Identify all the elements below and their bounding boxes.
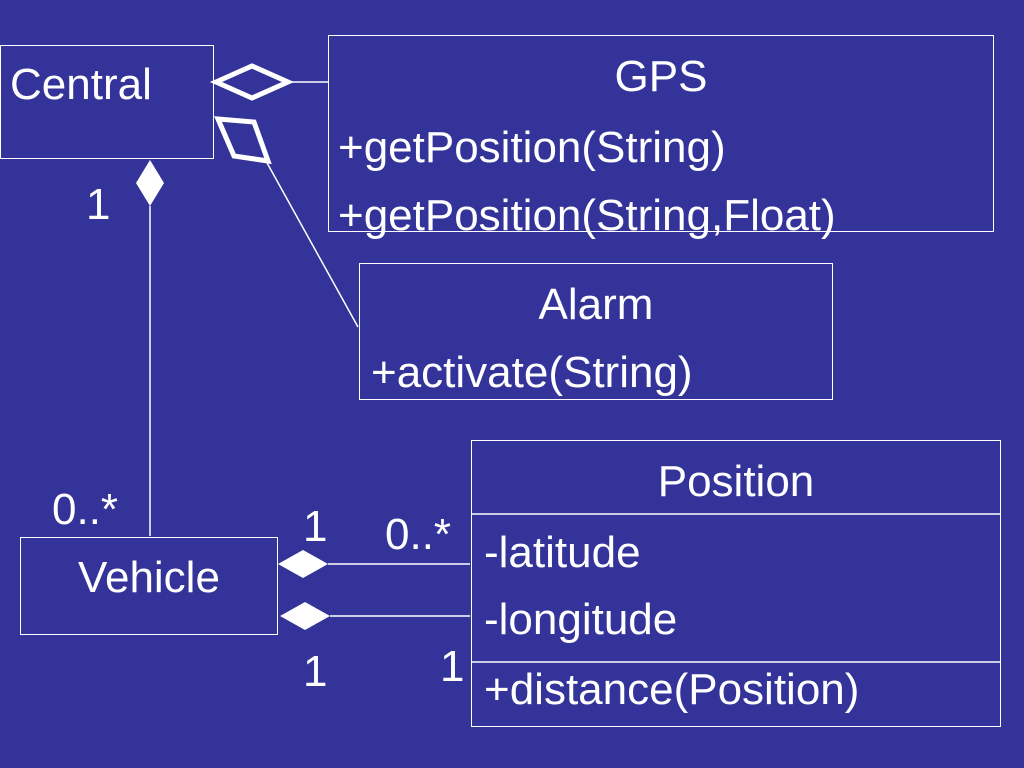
central-alarm-line bbox=[265, 160, 359, 328]
central-gps-aggregation-diamond bbox=[209, 63, 295, 101]
position-attribute: -latitude bbox=[484, 528, 641, 577]
multiplicity-lower-vehicle-end: 1 bbox=[303, 647, 328, 696]
central-class-name: Central bbox=[10, 60, 152, 109]
multiplicity-central-end: 1 bbox=[86, 180, 111, 229]
vehicle-class-name: Vehicle bbox=[78, 553, 220, 602]
multiplicity-lower-position-end: 1 bbox=[440, 642, 465, 691]
multiplicity-upper-vehicle-end: 1 bbox=[303, 502, 328, 551]
central-alarm-aggregation-diamond bbox=[214, 116, 272, 165]
gps-class-box bbox=[328, 35, 994, 232]
gps-method: +getPosition(String) bbox=[338, 123, 726, 172]
multiplicity-vehicle-end: 0..* bbox=[52, 485, 119, 534]
vehicle-position-upper-composition-diamond bbox=[278, 550, 328, 578]
vehicle-position-lower-composition-diamond bbox=[280, 602, 330, 630]
position-class-name: Position bbox=[657, 457, 815, 506]
central-class-box bbox=[0, 45, 214, 159]
position-method: +distance(Position) bbox=[484, 665, 860, 714]
gps-method: +getPosition(String,Float) bbox=[338, 191, 836, 240]
position-class-box bbox=[471, 440, 1001, 727]
gps-class-name: GPS bbox=[614, 52, 708, 101]
alarm-class-name: Alarm bbox=[538, 280, 654, 329]
multiplicity-upper-position-end: 0..* bbox=[385, 510, 452, 559]
alarm-method: +activate(String) bbox=[371, 348, 693, 397]
alarm-class-box bbox=[359, 263, 833, 400]
vehicle-class-box bbox=[20, 537, 278, 635]
central-vehicle-composition-diamond bbox=[136, 160, 164, 206]
position-attribute: -longitude bbox=[484, 595, 678, 644]
